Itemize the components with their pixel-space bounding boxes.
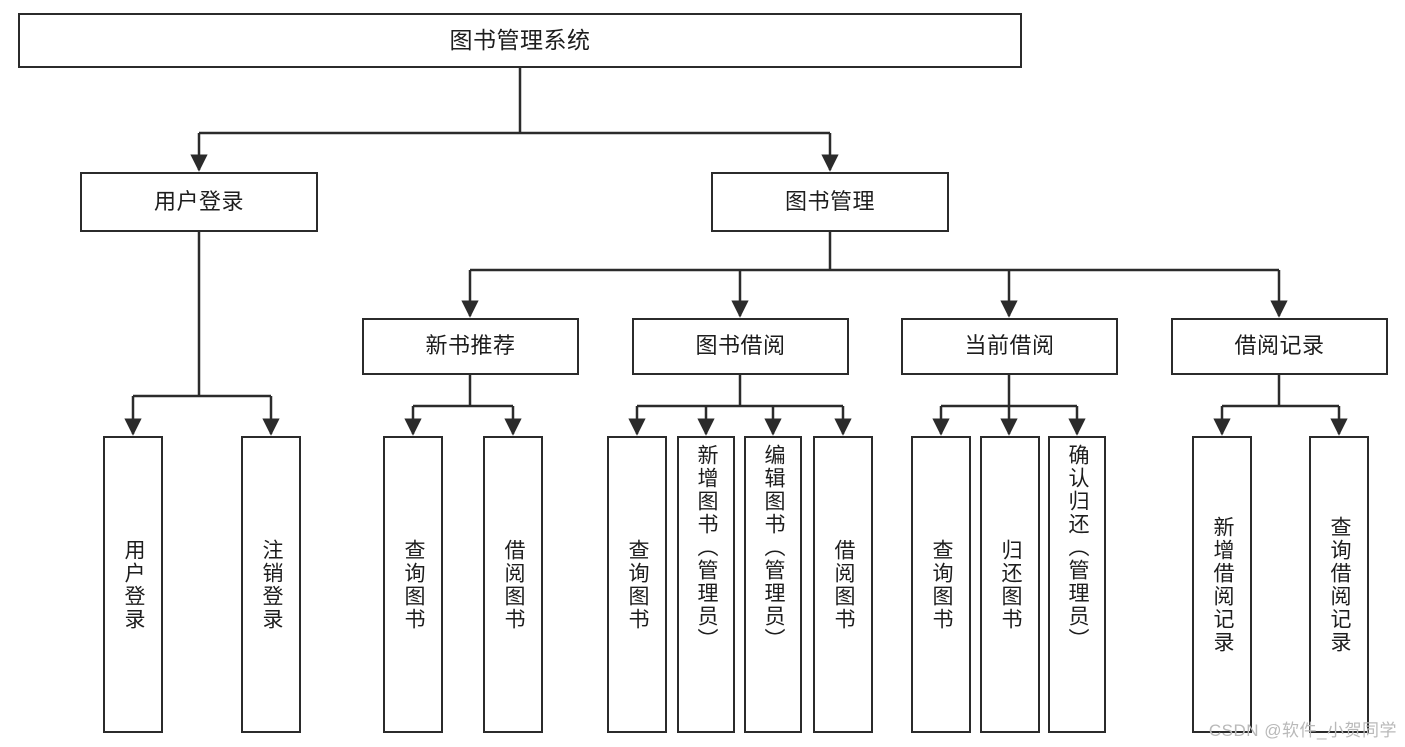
node-root-system[interactable]: 图书管理系统 [18,13,1022,68]
node-user-login[interactable]: 用户登录 [80,172,318,232]
node-label: 图书借阅 [695,333,786,359]
node-label: 归还图书 [999,538,1023,631]
node-label: 借阅图书 [832,538,856,631]
node-leaf-user-login[interactable]: 用户登录 [103,436,163,733]
node-new-book-recommend[interactable]: 新书推荐 [362,318,579,375]
node-leaf-borrow-book[interactable]: 借阅图书 [813,436,873,733]
node-label: 查询借阅记录 [1328,515,1352,654]
node-book-management[interactable]: 图书管理 [711,172,949,232]
node-label: 编辑图书（管理员） [762,444,786,651]
node-label: 查询图书 [626,538,650,631]
node-label: 新增图书（管理员） [695,444,719,651]
node-label: 查询图书 [930,538,954,631]
node-label: 新增借阅记录 [1211,515,1235,654]
node-leaf-edit-book-admin[interactable]: 编辑图书（管理员） [744,436,802,733]
node-leaf-query-borrow-record[interactable]: 查询借阅记录 [1309,436,1369,733]
node-label: 当前借阅 [964,333,1055,359]
node-label: 图书管理 [784,188,875,214]
node-leaf-return-book[interactable]: 归还图书 [980,436,1040,733]
node-label: 新书推荐 [425,333,516,359]
node-label: 用户登录 [153,188,244,214]
node-leaf-query-book-borrow[interactable]: 查询图书 [607,436,667,733]
node-leaf-borrow-book-recommend[interactable]: 借阅图书 [483,436,543,733]
node-leaf-query-book-recommend[interactable]: 查询图书 [383,436,443,733]
node-borrow-record[interactable]: 借阅记录 [1171,318,1388,375]
node-book-borrow[interactable]: 图书借阅 [632,318,849,375]
node-label: 注销登录 [260,538,284,631]
node-label: 图书管理系统 [449,26,591,53]
node-leaf-query-book-current[interactable]: 查询图书 [911,436,971,733]
node-label: 查询图书 [402,538,426,631]
node-current-borrow[interactable]: 当前借阅 [901,318,1118,375]
node-label: 用户登录 [122,538,146,631]
node-leaf-confirm-return-admin[interactable]: 确认归还（管理员） [1048,436,1106,733]
node-label: 确认归还（管理员） [1066,444,1090,651]
node-label: 借阅图书 [502,538,526,631]
watermark-csdn: CSDN @软件_小贺同学 [1208,721,1397,740]
node-leaf-logout[interactable]: 注销登录 [241,436,301,733]
node-leaf-add-book-admin[interactable]: 新增图书（管理员） [677,436,735,733]
node-leaf-add-borrow-record[interactable]: 新增借阅记录 [1192,436,1252,733]
node-label: 借阅记录 [1234,333,1325,359]
